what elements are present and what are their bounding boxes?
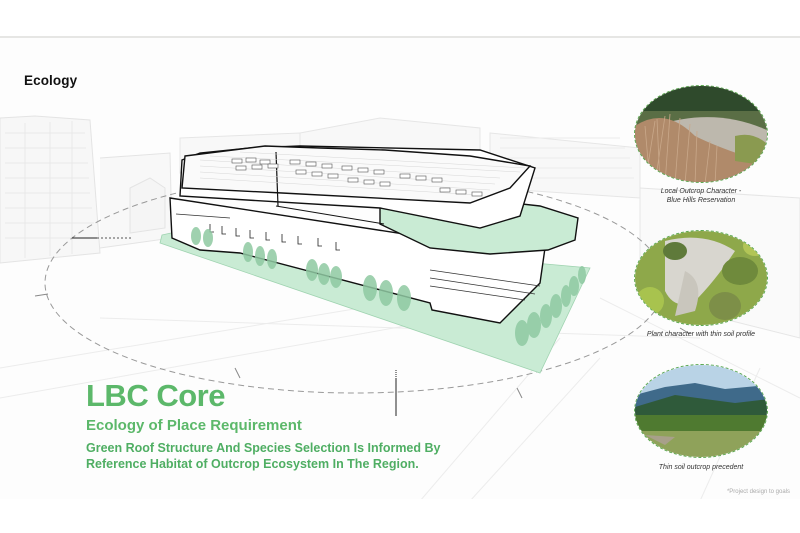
landscape-trees <box>191 227 586 346</box>
photo-caption-3: Thin soil outcrop precedent <box>658 464 744 471</box>
thin-soil-plants-photo <box>634 230 768 326</box>
body-line-1: Green Roof Structure And Species Selecti… <box>86 441 441 455</box>
section-title: Ecology <box>24 73 78 88</box>
ellipse-tick-marks <box>34 237 691 416</box>
roof-skylights <box>231 157 483 197</box>
bottom-margin <box>0 499 800 533</box>
subheadline: Ecology of Place Requirement <box>86 417 302 434</box>
mountain-outcrop-photo <box>634 364 768 458</box>
body-text: Green Roof Structure And Species Selecti… <box>86 440 486 472</box>
photo-caption-2: Plant character with thin soil profile <box>646 331 756 338</box>
slide-canvas: Ecology LBC Core Ecology of Place Requir… <box>0 36 800 501</box>
headline: LBC Core <box>86 378 225 413</box>
body-line-2: Reference Habitat of Outcrop Ecosystem I… <box>86 457 419 471</box>
tall-grass-outcrop-photo <box>634 85 768 183</box>
context-building-left <box>0 115 173 264</box>
photo-caption-1: Local Outcrop Character - Blue Hills Res… <box>660 188 742 204</box>
footnote: *Project design to goals <box>726 489 790 495</box>
